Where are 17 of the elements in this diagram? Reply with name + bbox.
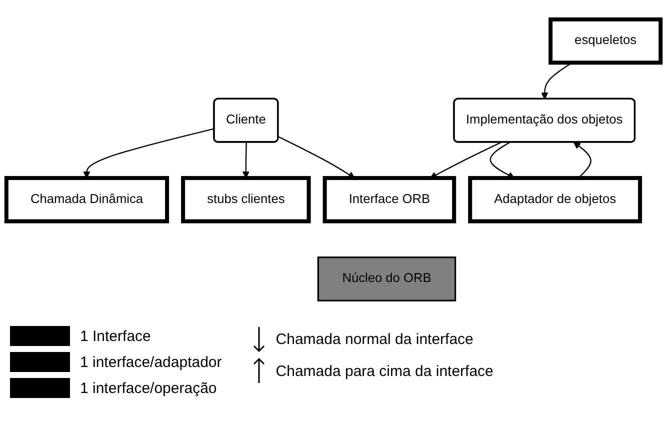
arrow [430, 142, 502, 178]
arrow [83, 128, 214, 178]
legend-text: 1 interface/adaptador [80, 354, 222, 370]
arrow [278, 136, 355, 178]
legend-text: 1 Interface [80, 328, 151, 344]
node-box: Chamada Dinâmica [4, 176, 170, 224]
legend-text: Chamada normal da interface [276, 330, 474, 348]
legend-text: 1 interface/operação [80, 380, 217, 396]
node-box: Interface ORB [322, 176, 456, 224]
arrow [573, 142, 592, 178]
legend-text: Chamada para cima da interface [276, 362, 494, 380]
arrow [242, 142, 250, 178]
node-box: esqueletos [548, 17, 663, 65]
arrow [490, 142, 515, 178]
node-box: Núcleo do ORB [317, 256, 456, 302]
node-box: stubs clientes [181, 176, 311, 224]
node-box: Adaptador de objetos [468, 176, 642, 224]
